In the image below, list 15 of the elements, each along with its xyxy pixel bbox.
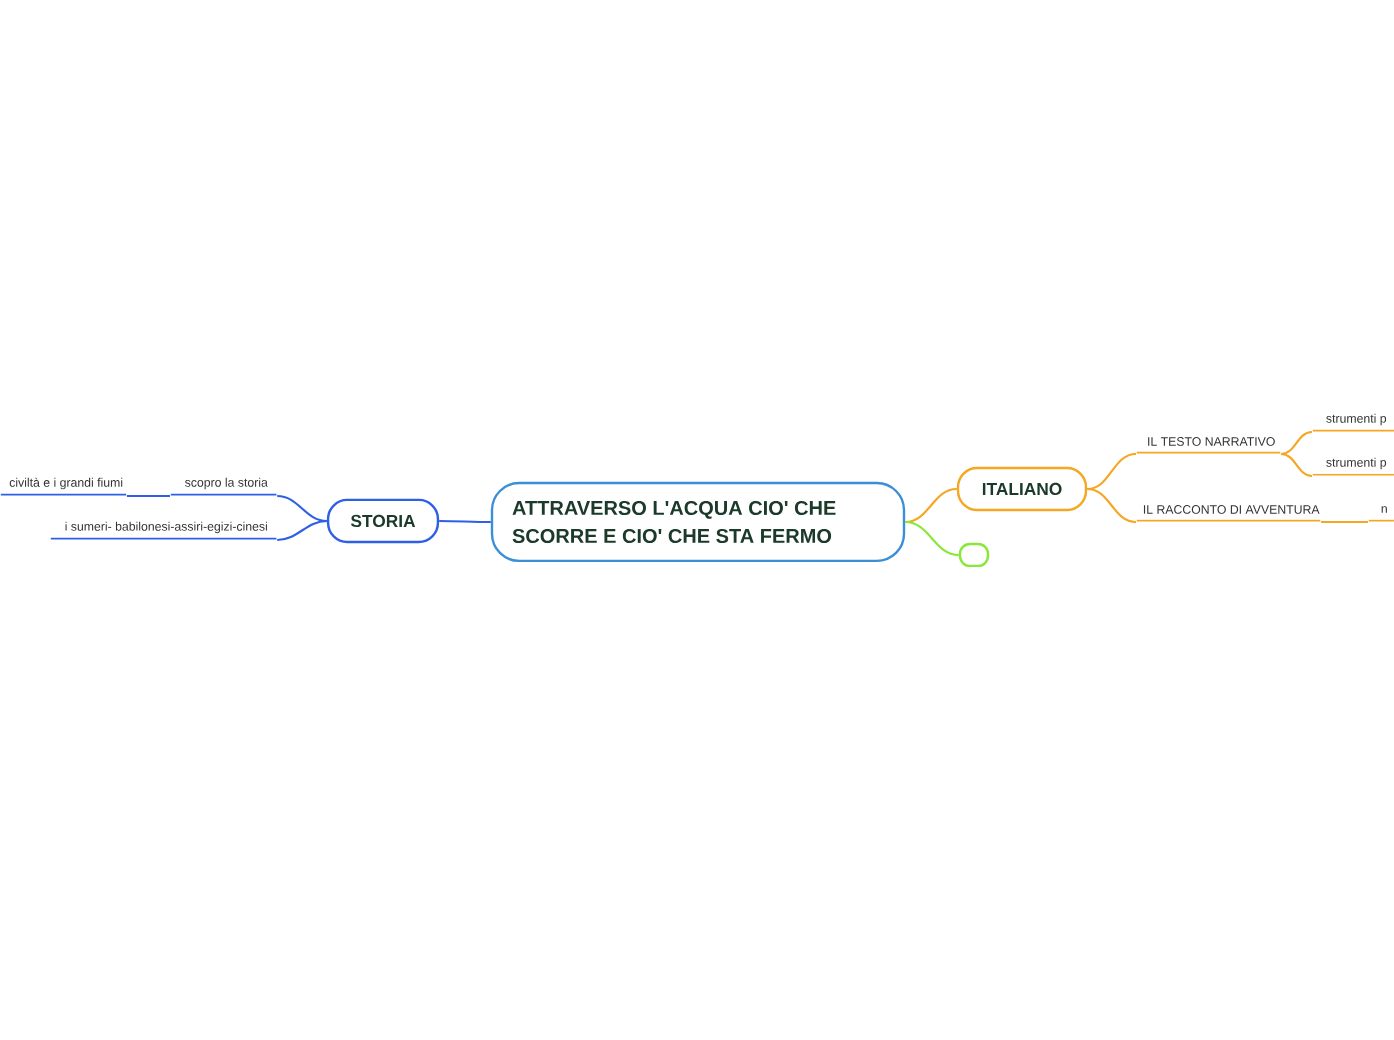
central-topic-box: ATTRAVERSO L'ACQUA CIO' CHE SCORRE E CIO' CHE STA FERMO (490, 481, 906, 563)
connector (277, 494, 327, 523)
topic-box: ITALIANO (956, 466, 1088, 512)
connector (277, 519, 327, 542)
connector (1087, 452, 1137, 491)
connector (905, 520, 959, 557)
connector (439, 519, 491, 524)
connector (1321, 520, 1368, 524)
empty-topic-box (958, 542, 990, 568)
connector (1087, 487, 1137, 524)
connector (1280, 452, 1313, 478)
connector (1280, 430, 1313, 456)
connector (905, 487, 957, 524)
connector (126, 494, 170, 498)
topic-box: STORIA (326, 498, 440, 544)
